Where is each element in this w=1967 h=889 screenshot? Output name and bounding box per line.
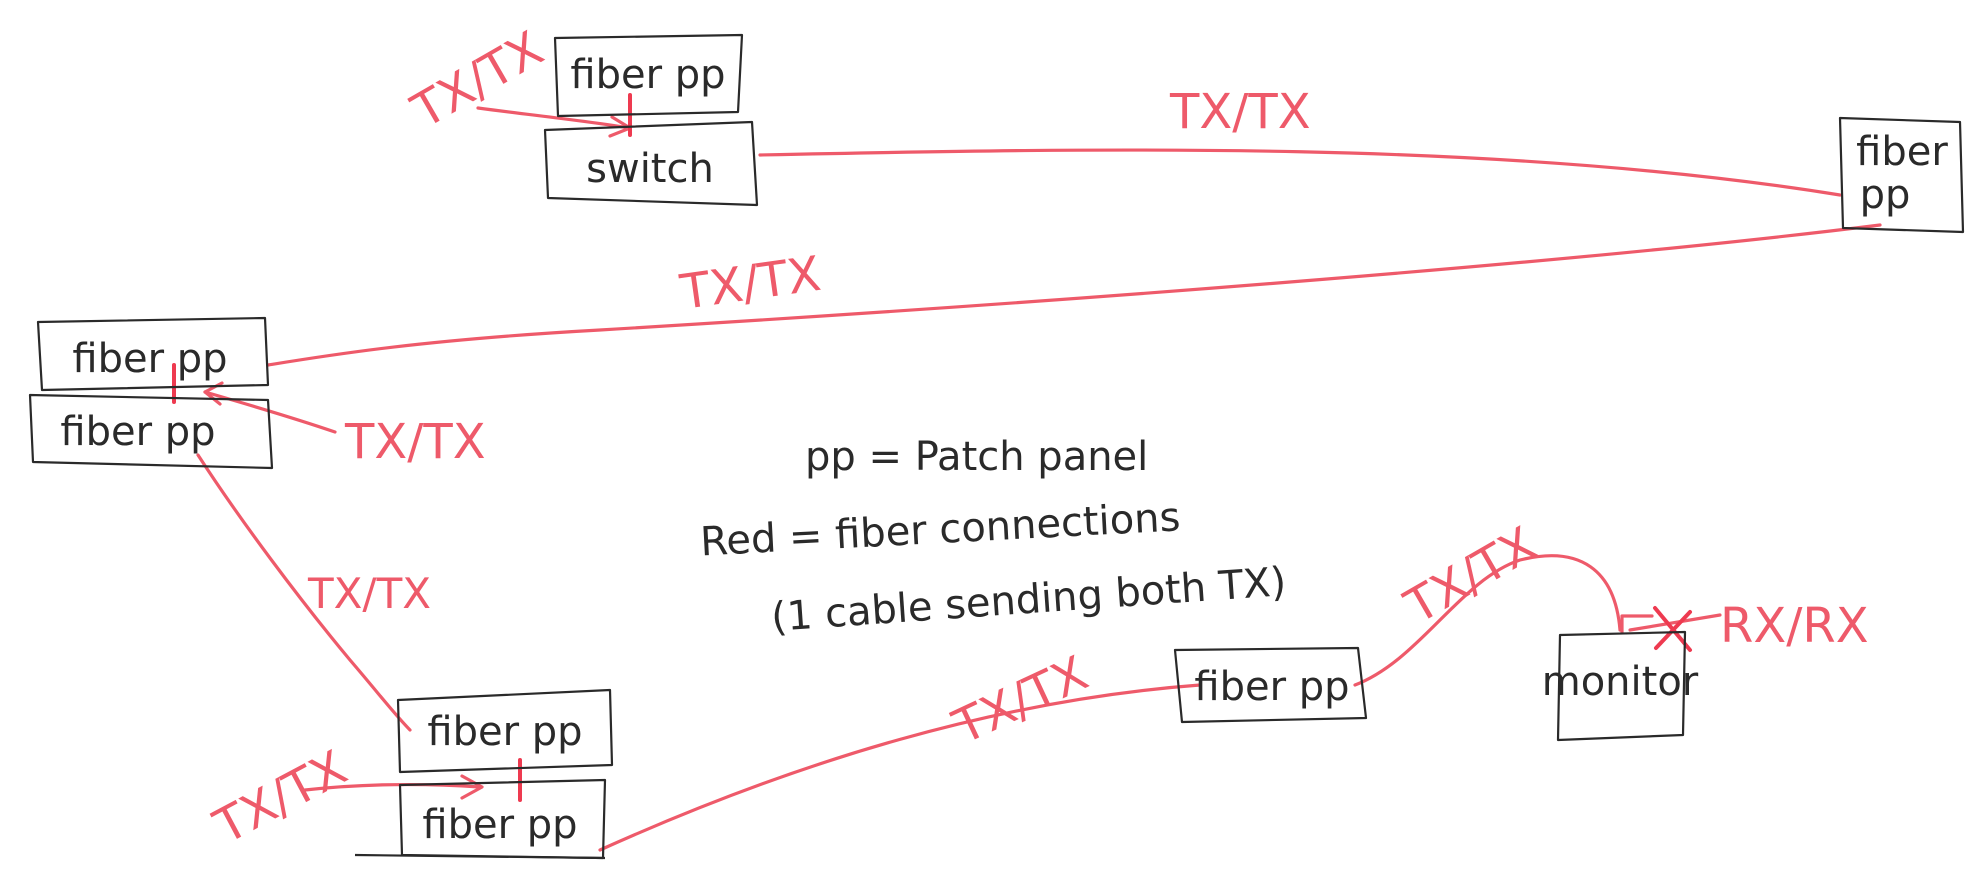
- arrow-head-icon: [460, 774, 484, 800]
- link-label-bottom-arrow: TX/TX: [205, 740, 356, 856]
- node-label-fiber-pp-mid: fiber pp: [1194, 664, 1349, 710]
- node-label-monitor: monitor: [1542, 659, 1699, 705]
- link-label-mid-to-monitor: TX/TX: [1395, 516, 1546, 635]
- monitor-port-bracket: [1620, 614, 1654, 634]
- fiber-link-rx-to-monitor: [1628, 613, 1722, 632]
- divider-line: [354, 853, 606, 860]
- fiber-link-bottom-pp-to-mid-pp: [598, 683, 1202, 852]
- link-label-top-left: TX/TX: [402, 21, 553, 140]
- node-label-fiber-pp-left-upper: fiber pp: [72, 336, 227, 382]
- node-box-monitor: [1556, 630, 1687, 742]
- link-label-rx: RX/RX: [1720, 598, 1869, 654]
- link-label-left-arrow: TX/TX: [344, 414, 486, 470]
- link-label-bottom-long: TX/TX: [944, 645, 1096, 756]
- node-label-fiber-pp-bottom-lower: fiber pp: [422, 802, 577, 848]
- node-box-fiber-pp-mid: [1173, 646, 1368, 724]
- node-label-fiber-pp-left-lower: fiber pp: [60, 409, 215, 455]
- node-label-fiber-pp-right-line1: fiber: [1856, 129, 1948, 175]
- monitor-x-mark-icon: [1654, 610, 1692, 650]
- fiber-arrow-bottom: [303, 783, 482, 792]
- fiber-link-right-pp-to-left-pp: [266, 223, 1882, 367]
- fiber-link-switch-to-right-pp: [758, 148, 1842, 197]
- node-label-fiber-pp-right-line2: pp: [1860, 172, 1911, 218]
- legend-line-2: Red = fiber connections: [699, 494, 1181, 565]
- node-box-fiber-pp-top: [553, 33, 744, 118]
- link-label-middle-long: TX/TX: [676, 246, 824, 321]
- fiber-arrow-top: [476, 106, 632, 130]
- node-box-fiber-pp-right: [1838, 116, 1965, 234]
- node-box-fiber-pp-bottom-upper: [396, 688, 614, 774]
- node-label-fiber-pp-top: fiber pp: [570, 52, 725, 98]
- node-label-fiber-pp-bottom-upper: fiber pp: [427, 709, 582, 755]
- fiber-link-mid-pp-to-monitor: [1353, 554, 1622, 687]
- legend-line-1: pp = Patch panel: [805, 434, 1148, 480]
- link-label-left-vertical: TX/TX: [307, 569, 431, 618]
- fiber-arrow-left: [203, 390, 337, 434]
- legend-line-3: (1 cable sending both TX): [770, 559, 1288, 641]
- node-box-switch: [543, 120, 759, 207]
- node-box-fiber-pp-left-upper: [36, 316, 270, 392]
- node-box-fiber-pp-left-lower: [28, 393, 274, 470]
- link-label-top-long: TX/TX: [1169, 84, 1311, 140]
- fiber-link-left-pp-to-bottom-pp: [196, 453, 412, 732]
- node-label-switch: switch: [586, 146, 714, 192]
